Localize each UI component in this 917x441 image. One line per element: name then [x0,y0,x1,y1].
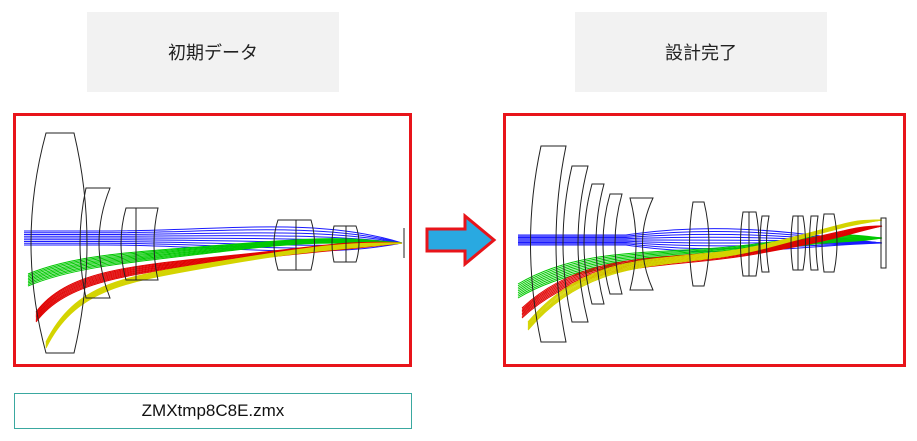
ray-mid-field [517,235,883,287]
ray-off-axis [35,242,403,314]
ray-axial [24,235,403,244]
ray-mid-field [517,236,883,288]
lens-element-7 [740,211,760,277]
ray-mid-field [517,234,883,285]
initial-lens-diagram [24,132,405,354]
ray-mid-field [27,239,403,279]
ray-axial [518,240,883,244]
right-arrow-icon [425,213,497,267]
ray-edge-field [527,219,883,331]
lens-element-4 [273,219,315,271]
ray-off-axis [35,242,403,319]
final-lens-diagram [517,145,887,343]
ray-off-axis [35,242,403,315]
lens-element-4 [602,193,623,295]
lens-element-2 [562,165,589,323]
design-complete-label: 設計完了 [575,12,827,92]
lens-element-3 [583,183,605,305]
final-lens-elements [530,145,887,343]
ray-mid-field [27,240,403,281]
ray-axial [24,229,403,244]
lens-element-5 [629,197,654,291]
initial-data-text: 初期データ [168,43,258,64]
ray-axial [24,232,403,244]
initial-data-label: 初期データ [87,12,339,92]
lens-element-10 [809,215,819,271]
lens-element-8 [759,215,770,273]
initial-lens-diagram-frame [13,113,412,367]
ray-axial [24,226,403,244]
design-complete-text: 設計完了 [665,43,737,64]
lens-element-9 [790,215,806,271]
ray-axial [24,242,403,252]
filename-text: ZMXtmp8C8E.zmx [141,401,285,420]
ray-off-axis [521,225,883,316]
ray-off-axis [35,241,403,313]
initial-lens-elements [30,132,405,354]
filename-field: ZMXtmp8C8E.zmx [14,393,412,429]
image-plane [880,217,887,269]
lens-element-6 [689,201,710,287]
ray-mid-field [27,240,403,282]
lens-element-5 [331,225,360,263]
lens-element-2 [79,187,111,299]
ray-mid-field [27,239,403,278]
lens-element-11 [821,213,838,273]
ray-mid-field [27,238,403,276]
ray-mid-field [27,238,403,275]
lens-element-3 [120,207,159,281]
final-lens-diagram-frame [503,113,906,367]
ray-axial [518,239,883,244]
lens-element-1 [530,145,567,343]
